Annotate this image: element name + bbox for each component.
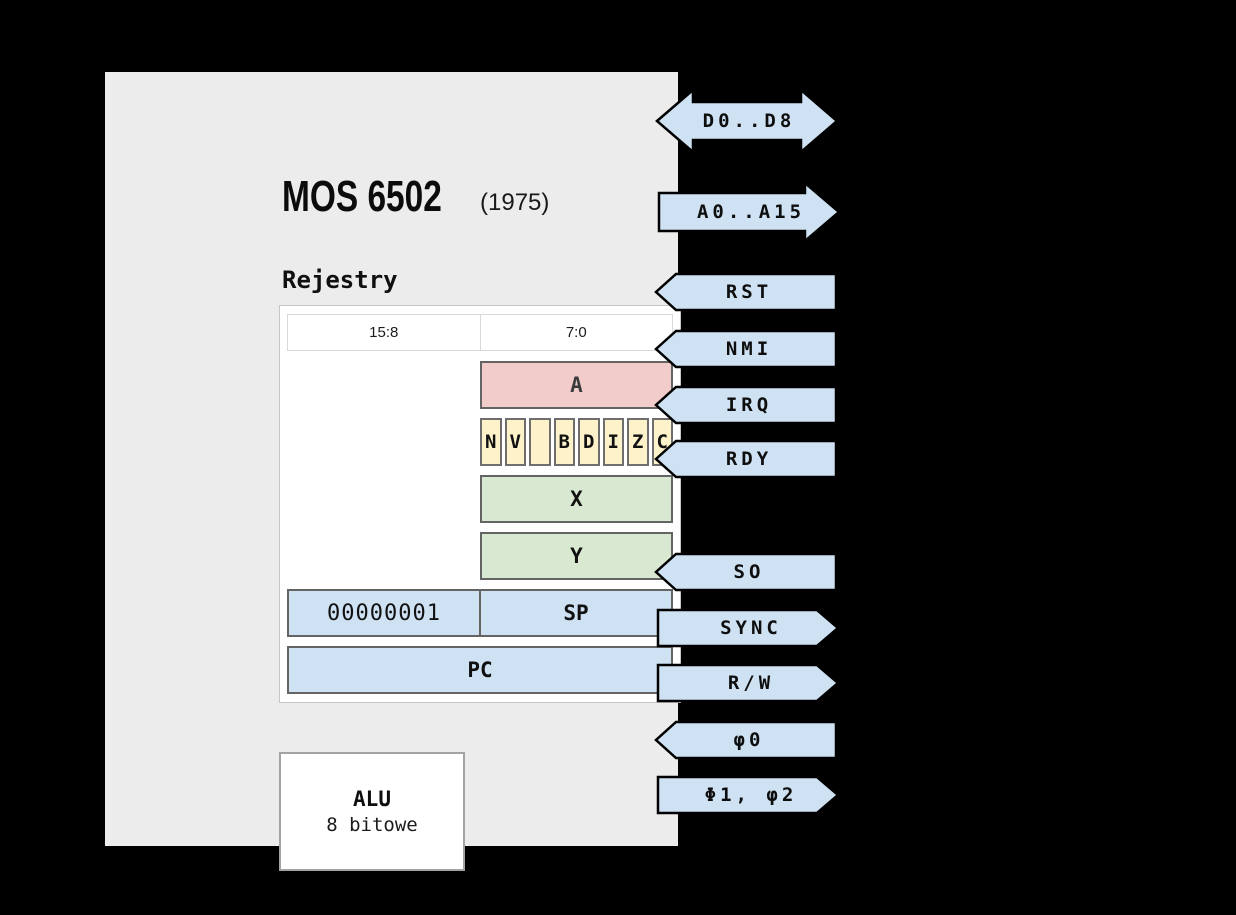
pin-nmi: NMI <box>654 329 840 369</box>
left-arrow-icon <box>654 720 838 760</box>
pin-label: SO <box>733 561 765 583</box>
alu-box: ALU 8 bitowe <box>279 752 465 871</box>
pin-so: SO <box>654 552 840 592</box>
pin-label: NMI <box>725 338 773 360</box>
register-table: 15:8 7:0 A N V B D I Z C <box>279 305 681 703</box>
alu-label: ALU <box>353 787 391 811</box>
x-register-row: X <box>287 475 673 523</box>
pin-address-bus: A0..A15 <box>656 180 842 244</box>
alu-subtitle: 8 bitowe <box>326 814 418 836</box>
flag-interrupt: I <box>602 418 624 466</box>
empty-high-byte <box>287 361 480 409</box>
pin-rw: R/W <box>656 663 842 703</box>
pin-label: RST <box>725 281 773 303</box>
x-register: X <box>480 475 673 523</box>
pin-label: A0..A15 <box>696 201 806 223</box>
bidirectional-arrow-icon <box>655 87 839 155</box>
register-table-header: 15:8 7:0 <box>287 314 673 351</box>
right-arrow-icon <box>656 775 840 815</box>
accumulator-row: A <box>287 361 673 409</box>
left-arrow-icon <box>654 272 838 312</box>
program-counter-row: PC <box>287 646 673 694</box>
left-arrow-icon <box>654 329 838 369</box>
pin-phi1-phi2: Φ1, φ2 <box>656 775 842 815</box>
flag-break: B <box>553 418 575 466</box>
pin-rst: RST <box>654 272 840 312</box>
title-row: MOS 6502 (1975) <box>282 172 549 221</box>
right-arrow-icon <box>656 663 840 703</box>
empty-high-byte <box>287 418 480 466</box>
pin-label: φ0 <box>733 729 765 751</box>
accumulator-register: A <box>480 361 673 409</box>
y-register-row: Y <box>287 532 673 580</box>
left-arrow-icon <box>654 385 838 425</box>
column-header-low-byte: 7:0 <box>479 314 673 351</box>
title-year: (1975) <box>480 189 550 216</box>
flag-zero: Z <box>627 418 649 466</box>
flag-unused <box>529 418 551 466</box>
registers-heading: Rejestry <box>282 266 398 294</box>
status-flags-row: N V B D I Z C <box>287 418 673 466</box>
pin-sync: SYNC <box>656 608 842 648</box>
pin-irq: IRQ <box>654 385 840 425</box>
y-register: Y <box>480 532 673 580</box>
pin-label: D0..D8 <box>702 110 796 132</box>
pin-label: Φ1, φ2 <box>704 784 798 806</box>
stack-pointer-row: 00000001 SP <box>287 589 673 637</box>
stack-pointer-register: SP <box>480 589 673 637</box>
status-register: N V B D I Z C <box>480 418 673 466</box>
empty-high-byte <box>287 532 480 580</box>
stack-pointer-high-byte-value: 00000001 <box>287 589 480 637</box>
pin-label: IRQ <box>725 394 773 416</box>
pin-label: RDY <box>725 448 773 470</box>
flag-negative: N <box>480 418 502 466</box>
page-title: MOS 6502 <box>282 172 442 221</box>
right-arrow-icon <box>656 608 840 648</box>
pin-rdy: RDY <box>654 439 840 479</box>
pin-data-bus: D0..D8 <box>654 87 840 155</box>
right-arrow-icon <box>657 180 841 244</box>
pin-label: SYNC <box>720 617 782 639</box>
flag-decimal: D <box>578 418 600 466</box>
left-arrow-icon <box>654 439 838 479</box>
left-arrow-icon <box>654 552 838 592</box>
empty-high-byte <box>287 475 480 523</box>
pin-label: R/W <box>727 672 775 694</box>
pin-phi0: φ0 <box>654 720 840 760</box>
flag-overflow: V <box>504 418 526 466</box>
column-header-high-byte: 15:8 <box>287 314 481 351</box>
program-counter-register: PC <box>287 646 673 694</box>
cpu-card: MOS 6502 (1975) Rejestry 15:8 7:0 A N V … <box>105 72 681 871</box>
